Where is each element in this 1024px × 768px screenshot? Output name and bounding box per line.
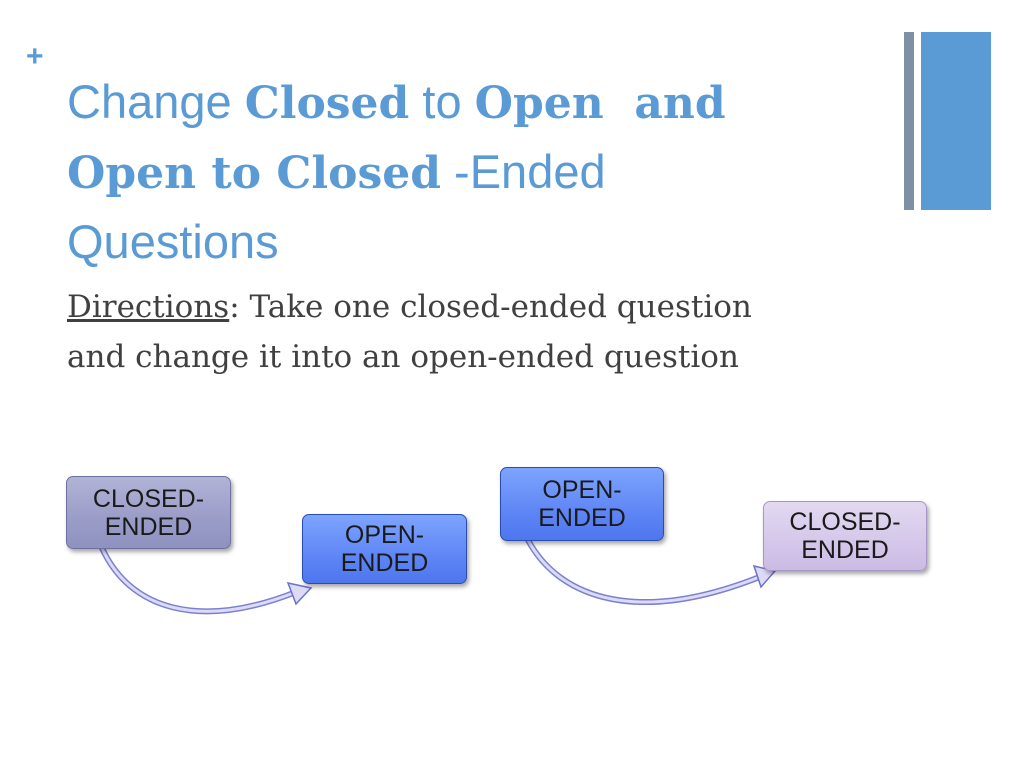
title-closed: Closed <box>244 78 410 129</box>
closed-ended-box-left: CLOSED-ENDED <box>66 476 231 549</box>
directions-paragraph: Directions: Take one closed-ended questi… <box>67 282 807 382</box>
open-ended-label-right: OPEN-ENDED <box>538 476 626 532</box>
plus-bullet-icon: + <box>26 40 44 73</box>
title-questions: Questions <box>67 215 279 268</box>
decorative-wide-bar <box>921 32 991 210</box>
directions-text: : Take one closed-ended question and cha… <box>67 289 752 375</box>
slide-title: Change Closed to Open and Open to Closed… <box>67 68 887 276</box>
open-ended-box-left: OPEN-ENDED <box>302 514 467 584</box>
title-open-to-closed: Open to Closed <box>67 148 441 199</box>
decorative-thin-bar <box>904 32 914 210</box>
left-arrow <box>99 545 313 615</box>
right-arrow <box>525 537 777 605</box>
title-part-change: Change <box>67 75 245 128</box>
closed-ended-label-right: CLOSED-ENDED <box>789 508 901 564</box>
title-to: to <box>409 75 475 128</box>
open-ended-box-right: OPEN-ENDED <box>500 467 664 541</box>
title-ended: -Ended <box>441 145 606 198</box>
title-open-and: Open and <box>474 78 726 129</box>
directions-label: Directions <box>67 289 230 325</box>
open-ended-label-left: OPEN-ENDED <box>340 521 429 577</box>
closed-ended-box-right: CLOSED-ENDED <box>763 501 927 571</box>
closed-ended-label-left: CLOSED-ENDED <box>92 484 205 541</box>
